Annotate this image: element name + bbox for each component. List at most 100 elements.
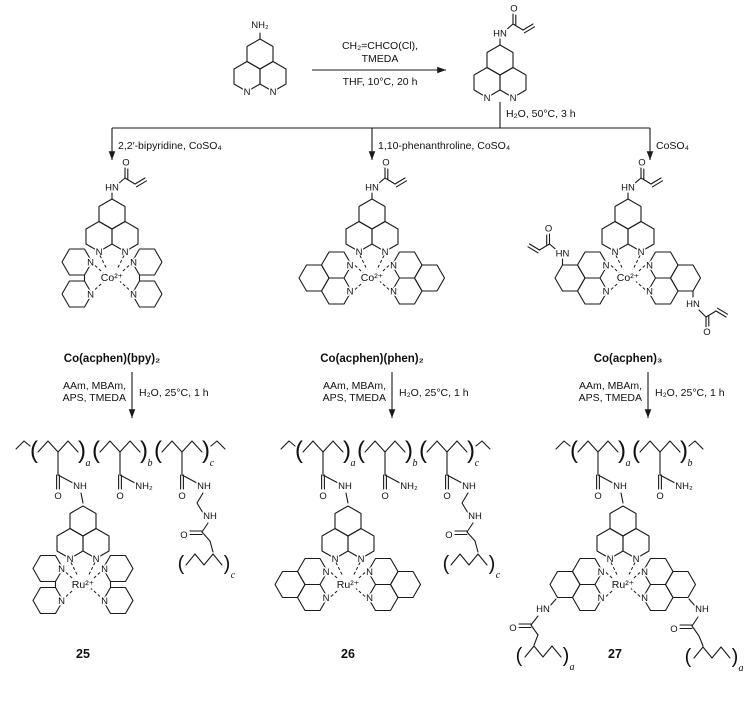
cobalt-center: Co²⁺ [101,272,124,284]
amide-nh2: NH₂ [400,481,418,492]
bracket-open: ( [443,553,450,575]
complex3-name: Co(acphen)₃ [594,353,663,365]
amide-branch [441,450,464,504]
polymer25-number: 25 [76,647,90,661]
bracket-open: ( [178,553,185,575]
complex2-name: Co(acphen)(phen)₂ [320,353,424,365]
bracket-open: ( [516,645,523,667]
amide-nh: NH [338,481,352,492]
polymerization-arrow-3: AAm, MBAm, APS, TMEDA H₂O, 25°C, 1 h [579,372,725,418]
amide-branch [114,450,137,504]
subscript-b: b [148,458,153,469]
phenanthroline-ligand [273,557,332,612]
amide-nh: NH [468,511,482,522]
acrylamide-group [103,156,148,201]
polymerization-conditions: H₂O, 25°C, 1 h [399,387,469,399]
subscript-a: a [86,458,91,469]
acphen-ligand [639,557,697,612]
step1-reagents-line1: CH₂=CHCO(Cl), [342,40,418,52]
acphen-ligand [55,504,111,567]
branch2-reagents: 1,10-phenanthroline, CoSO₄ [378,140,510,152]
subscript-b: b [413,458,418,469]
phenanthroline-ligand [364,557,422,612]
amide-nh: NH [197,481,211,492]
acrylamide-group [684,289,729,340]
bracket-close: ) [489,553,496,575]
polymerization-reagents-line1: AAm, MBAm, [323,380,386,392]
amide-nh: NH [695,604,709,615]
subscript-c: c [210,458,215,469]
bracket-close: ) [563,645,570,667]
polymer26-number: 26 [341,647,355,661]
polymerization-reagents-line2: APS, TMEDA [579,392,642,404]
structure-acrylamido-phenanthroline [472,2,536,106]
carbonyl-o: O [180,530,187,541]
carbonyl-o: O [509,623,516,634]
arrow-step1: CH₂=CHCO(Cl), TMEDA THF, 10°C, 20 h [312,40,446,88]
polymer-25: a b c NH NH₂ NH NH O ( ) c Ru²⁺ 25 [15,436,236,661]
acrylamide-group [619,156,664,201]
bipyridine-ligand [60,247,96,309]
acphen-ligand [344,197,400,260]
bipyridine-ligand [128,247,164,309]
ruthenium-center: Ru²⁺ [337,579,360,591]
acrylamide-group [526,222,571,267]
step2-conditions: H₂O, 50°C, 3 h [506,108,576,120]
complex-co-acphen-bpy2: Co²⁺ Co(acphen)(bpy)₂ [60,156,164,365]
bipyridine-ligand [99,554,135,615]
acphen-ligand [548,557,607,612]
polymer-27: a b NH NH₂ Ru²⁺ HN O ( ) a [508,436,744,674]
ruthenium-center: Ru²⁺ [612,579,635,591]
complex-co-acphen3: Co²⁺ Co(acphen)₃ [526,156,729,365]
polymerization-conditions: H₂O, 25°C, 1 h [655,387,725,399]
acphen-ligand [600,197,656,260]
phenanthroline-ligand [388,250,446,306]
amide-nh: NH [462,481,476,492]
polymerization-reagents-line1: AAm, MBAm, [579,380,642,392]
polymerization-reagents-line2: APS, TMEDA [323,392,386,404]
amide-nh: HN [536,604,550,615]
subscript-b: b [688,458,693,469]
polymerization-arrow-2: AAm, MBAm, APS, TMEDA H₂O, 25°C, 1 h [323,372,469,418]
amide-branch [654,450,677,504]
phenanthroline-ligand [297,250,356,306]
ruthenium-center: Ru²⁺ [72,579,95,591]
subscript-c: c [475,458,480,469]
step2-connector: H₂O, 50°C, 3 h 2,2′-bipyridine, CoSO₄ 1,… [108,102,689,160]
subscript-a: a [351,458,356,469]
acrylamide-group [363,156,408,201]
carbonyl-o: O [445,530,452,541]
amide-branch [52,450,75,504]
step1-conditions: THF, 10°C, 20 h [343,76,418,88]
bracket-close: ) [732,646,739,668]
step1-reagents-line2: TMEDA [362,53,399,65]
polymer-26: a b c NH NH₂ NH NH O ( ) c Ru²⁺ 26 [273,436,501,661]
amide-nh: NH [203,511,217,522]
phenanthroline-ligand [232,37,288,100]
polymerization-reagents-line2: APS, TMEDA [63,392,126,404]
bracket-close: ) [224,553,231,575]
acrylamide-group [491,2,536,47]
subscript-a: a [739,663,744,674]
carbonyl-o: O [670,624,677,635]
polymerization-conditions: H₂O, 25°C, 1 h [139,387,209,399]
bracket-open: ( [685,646,692,668]
polymerization-reagents-line1: AAm, MBAm, [63,380,126,392]
amide-nh2: NH₂ [135,481,153,492]
acphen-ligand [595,504,651,567]
branch3-reagents: CoSO₄ [656,140,689,152]
amide-branch [317,450,340,504]
cobalt-center: Co²⁺ [617,272,640,284]
subscript-c: c [496,570,501,581]
polymer27-number: 27 [608,647,622,661]
amine-label: NH₂ [251,20,269,31]
graft-chain-right: NH O ( ) a [669,598,744,674]
subscript-a: a [570,662,575,673]
acphen-ligand [644,250,702,306]
acphen-ligand [84,197,140,260]
bipyridine-ligand [31,554,67,615]
graft-chain-left: HN O ( ) a [508,598,575,673]
amide-branch [379,450,402,504]
cobalt-center: Co²⁺ [361,272,384,284]
